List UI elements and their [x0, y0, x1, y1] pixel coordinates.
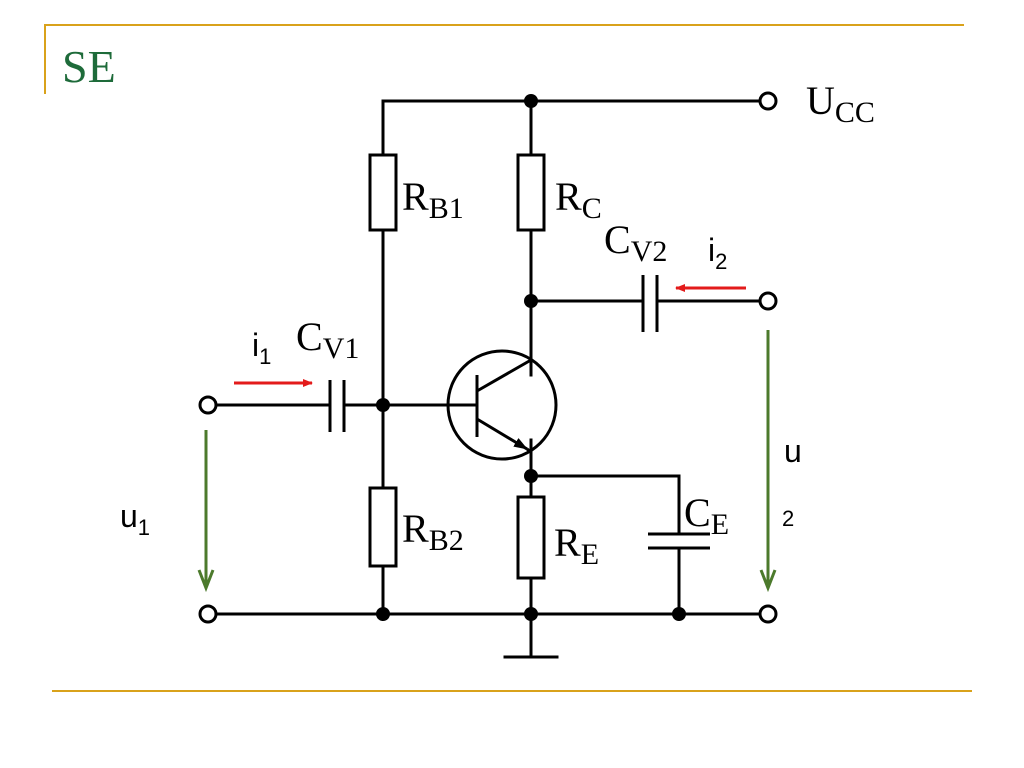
wires [214, 99, 761, 659]
label-u1: u1 [120, 498, 150, 540]
npn-transistor [446, 349, 558, 461]
resistor-re [516, 495, 546, 580]
junction-dot [672, 607, 686, 621]
junction-dot [524, 469, 538, 483]
resistor-rb1 [368, 153, 398, 232]
label-u2-sub: 2 [782, 506, 794, 531]
terminal-input [198, 395, 218, 415]
top-rule [44, 24, 964, 26]
resistor-rb2 [368, 486, 398, 568]
capacitor-ce [648, 532, 710, 550]
terminal-ground-left [198, 604, 218, 624]
label-i1: i1 [252, 327, 271, 369]
label-ce: CE [684, 490, 729, 541]
label-i2: i2 [708, 232, 727, 274]
label-rb1: RB1 [402, 174, 464, 225]
transistor-body [446, 349, 558, 461]
label-rc: RC [555, 174, 602, 225]
left-accent-bar [44, 24, 46, 94]
junction-dot [524, 294, 538, 308]
label-re: RE [554, 520, 599, 571]
resistor-rc [516, 153, 546, 232]
terminal-ground-right [758, 604, 778, 624]
emitter-to-ce-wire [529, 474, 681, 536]
junction-dot [376, 607, 390, 621]
junction-dot [524, 94, 538, 108]
capacitor-cv1 [328, 380, 346, 432]
voltage-arrowhead-u2 [759, 569, 777, 593]
label-ucc: UCC [806, 78, 875, 129]
label-cv2: CV2 [604, 217, 667, 268]
transistor-emitter-lead [476, 417, 528, 451]
voltage-arrowhead-u1 [197, 569, 215, 593]
junction-dot [524, 607, 538, 621]
page-title: SE [62, 41, 116, 92]
label-u2-main: u [784, 433, 802, 469]
terminal-ucc [758, 91, 778, 111]
junction-dot [376, 398, 390, 412]
transistor-collector-lead [476, 358, 532, 393]
terminal-output [758, 291, 778, 311]
label-cv1: CV1 [296, 314, 359, 365]
bottom-rule [52, 690, 972, 692]
label-rb2: RB2 [402, 506, 464, 557]
capacitor-cv2 [641, 275, 659, 332]
